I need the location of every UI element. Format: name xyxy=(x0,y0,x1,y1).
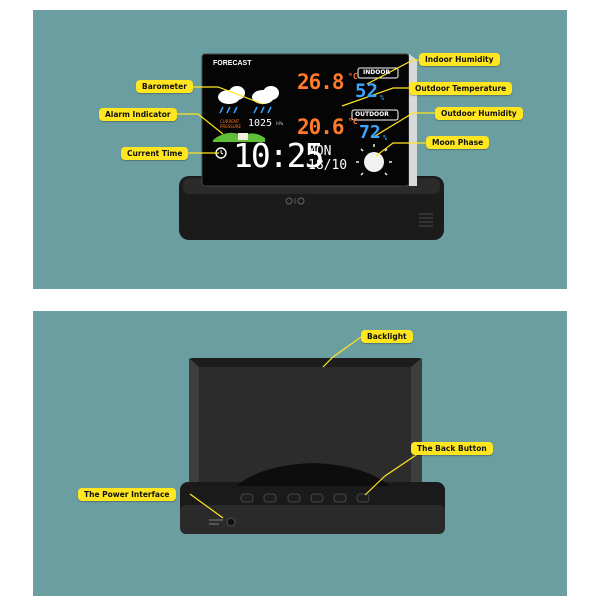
outdoor-badge xyxy=(351,109,399,121)
callout-barometer: Barometer xyxy=(136,80,193,93)
power-port xyxy=(226,517,236,527)
button-2[interactable] xyxy=(263,493,277,503)
callout-back-button: The Back Button xyxy=(411,442,493,455)
indoor-humidity-unit: % xyxy=(380,94,385,102)
back-view-panel: Backlight The Back Button The Power Inte… xyxy=(33,311,567,596)
button-4[interactable] xyxy=(310,493,324,503)
button-1[interactable] xyxy=(240,493,254,503)
button-icon-right xyxy=(297,197,305,205)
indoor-temp-unit: °C xyxy=(348,72,358,81)
outdoor-humidity: 72 xyxy=(359,122,381,143)
pressure-value: 1025 xyxy=(248,118,273,129)
outdoor-badge-label: OUTDOOR xyxy=(355,111,389,118)
outdoor-temperature: 20.6 xyxy=(297,115,345,139)
callout-current-time: Current Time xyxy=(121,147,189,160)
device-base-front xyxy=(180,505,445,534)
leader-lines xyxy=(189,336,426,519)
weekday: MON xyxy=(308,144,332,159)
outdoor-humidity-unit: % xyxy=(383,134,388,142)
current-time: 10:25 xyxy=(233,136,324,175)
leader-lines xyxy=(168,59,438,157)
callout-indoor-humidity: Indoor Humidity xyxy=(419,53,500,66)
outdoor-temp-unit: °C xyxy=(348,117,358,126)
callout-power-interface: The Power Interface xyxy=(78,488,176,501)
callout-outdoor-temperature: Outdoor Temperature xyxy=(409,82,513,95)
callout-outdoor-humidity: Outdoor Humidity xyxy=(435,107,523,120)
back-view-illustration xyxy=(180,336,445,534)
glass-edge xyxy=(409,54,417,186)
date: 18/10 xyxy=(308,158,348,173)
vent-grille xyxy=(419,213,433,227)
button-icon-left xyxy=(285,197,293,205)
device-base-slot xyxy=(236,463,390,486)
back-button[interactable] xyxy=(356,493,370,503)
callout-alarm-indicator: Alarm Indicator xyxy=(99,108,177,121)
indoor-temperature: 26.8 xyxy=(297,70,345,94)
callout-backlight: Backlight xyxy=(361,330,413,343)
forecast-label: FORECAST xyxy=(213,60,252,67)
indoor-badge-label: INDOOR xyxy=(363,69,391,76)
control-buttons xyxy=(240,493,370,503)
power-port-label-mark xyxy=(209,519,223,521)
callout-moon-phase: Moon Phase xyxy=(426,136,490,149)
indoor-humidity: 52 xyxy=(355,80,378,102)
front-view-panel: FORECAST INDOOR OUTDOOR 26.8 °C 20.6 °C … xyxy=(33,10,567,289)
button-3[interactable] xyxy=(287,493,301,503)
pressure-unit: hPa xyxy=(276,121,284,126)
pressure-label: CURRENT PRESSURE xyxy=(220,119,242,129)
moon-phase-icon xyxy=(356,144,392,176)
rain-icon xyxy=(219,106,272,114)
button-5[interactable] xyxy=(333,493,347,503)
